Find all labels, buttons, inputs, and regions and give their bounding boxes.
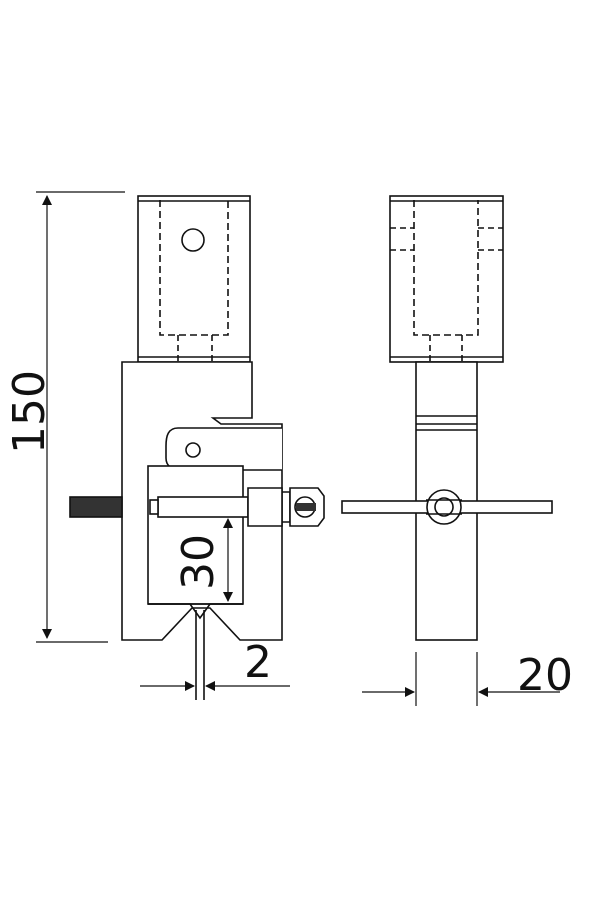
side-view	[69, 195, 325, 700]
dim-width-label: 20	[517, 650, 573, 701]
front-cross-handle	[341, 489, 553, 525]
dim-overall-height	[36, 191, 125, 643]
dim-blade-gap-label: 2	[244, 637, 272, 688]
dim-overall-height-label: 150	[4, 370, 55, 454]
side-main-body	[121, 361, 325, 700]
side-top-cap	[137, 195, 251, 363]
dim-width	[362, 652, 560, 706]
side-screw	[69, 496, 123, 518]
dim-jaw-height-label: 30	[173, 534, 224, 590]
front-top-cap	[389, 195, 504, 363]
front-view	[341, 195, 553, 641]
